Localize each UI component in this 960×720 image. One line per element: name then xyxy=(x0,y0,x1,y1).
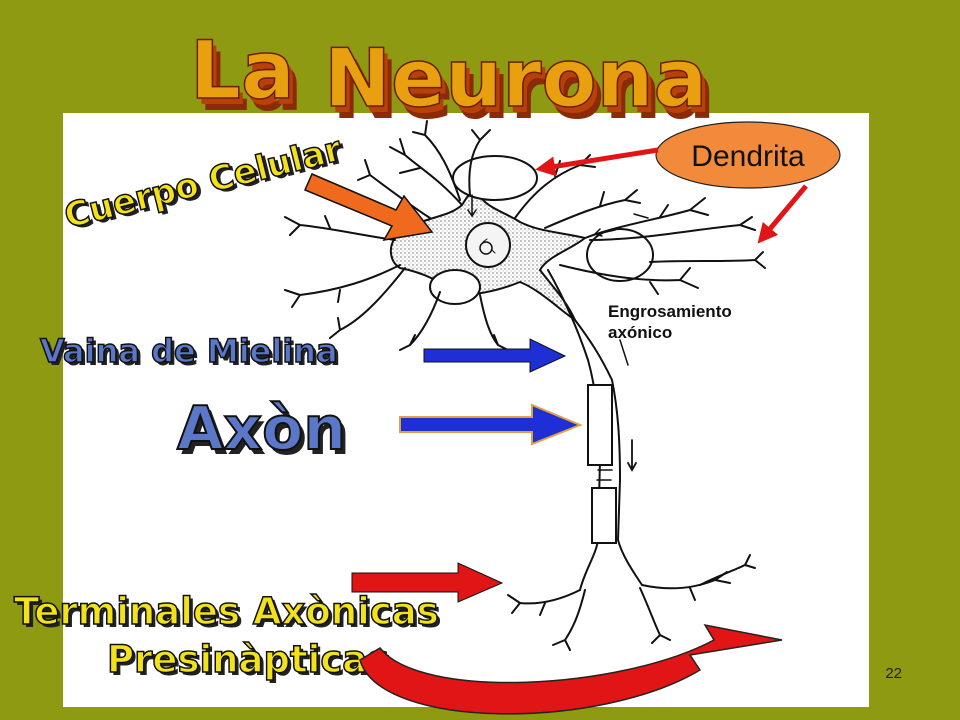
terminales-axonicas-label: Terminales Axònicas xyxy=(14,590,439,633)
terminales-group: Terminales Axònicas Terminales Axònicas … xyxy=(13,589,442,684)
cuerpo-celular-group: Cuerpo Celular Cuerpo Celular xyxy=(60,128,350,238)
svg-text:Neurona: Neurona xyxy=(332,44,716,137)
svg-text:Axòn: Axòn xyxy=(181,399,350,469)
curved-red-arrow-icon xyxy=(359,623,783,715)
axonico-label: axónico xyxy=(608,323,672,342)
dendrita-label: Dendrita xyxy=(691,140,805,173)
title-word-neurona: Neurona xyxy=(324,32,708,125)
svg-text:Vaina de Mielina: Vaina de Mielina xyxy=(43,335,341,373)
slide-title: La La La Neurona Neurona Neurona xyxy=(189,23,716,137)
vaina-arrow-icon xyxy=(423,338,567,373)
svg-text:Presinàpticas: Presinàpticas xyxy=(110,641,392,684)
dendrita-arrow-left-icon xyxy=(535,147,659,177)
cuerpo-celular-label: Cuerpo Celular xyxy=(61,129,346,237)
vaina-mielina-label: Vaina de Mielina xyxy=(40,332,338,370)
title-word-la: La xyxy=(190,24,295,117)
svg-text:La: La xyxy=(198,36,303,129)
vaina-group: Vaina de Mielina Vaina de Mielina xyxy=(39,331,341,373)
presinapticas-label: Presinàpticas xyxy=(107,638,389,681)
orange-arrow-icon xyxy=(304,173,434,241)
svg-text:Terminales Axònicas: Terminales Axònicas xyxy=(17,593,442,636)
axon-label: Axòn xyxy=(177,394,346,464)
dendrita-arrow-down-icon xyxy=(757,184,808,244)
axon-line-right xyxy=(574,319,643,586)
axon-group: Axòn Axòn xyxy=(176,393,350,469)
svg-text:La: La xyxy=(194,30,299,123)
svg-text:Neurona: Neurona xyxy=(328,38,712,131)
neuron-drawing xyxy=(284,120,766,651)
axon-arrow-icon xyxy=(399,403,583,446)
page-number: 22 xyxy=(885,665,902,682)
nucleus xyxy=(465,222,511,268)
dendrita-bubble xyxy=(655,121,841,189)
terminales-arrow-icon xyxy=(351,562,504,603)
engrosamiento-label: Engrosamiento xyxy=(608,302,732,321)
